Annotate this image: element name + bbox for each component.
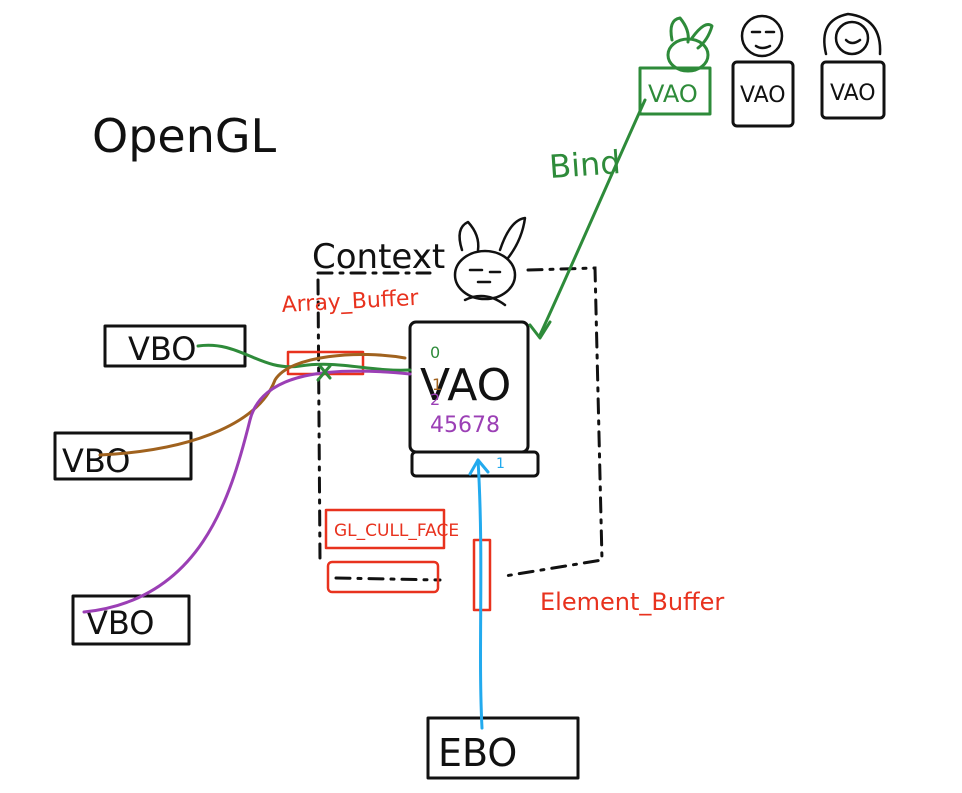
bunny-sketch-icon xyxy=(453,216,527,307)
vao-slot-0: 0 xyxy=(430,343,440,362)
vao-slot-1: 1 xyxy=(432,375,442,394)
cull-face-label: GL_CULL_FACE xyxy=(334,521,459,541)
vao-stack-label-2: VAO xyxy=(740,83,786,108)
vbo-label-1: VBO xyxy=(128,330,196,368)
wire-cyan-ebo xyxy=(476,458,484,730)
girl-face-sketch-icon xyxy=(823,12,882,56)
wire-green-vbo1 xyxy=(196,343,412,372)
bind-arrow-head-icon xyxy=(528,320,552,340)
vao-stack-box-2 xyxy=(731,60,795,128)
array-buffer-label: Array_Buffer xyxy=(281,286,420,318)
ebo-label: EBO xyxy=(438,731,517,775)
empty-state-box xyxy=(326,560,440,594)
vao-stack-label-1: VAO xyxy=(648,80,698,108)
wire-brown-vbo2 xyxy=(98,353,407,457)
vbo-box-3 xyxy=(71,594,191,646)
bind-arrow xyxy=(538,98,647,337)
vao-slot-2: 2 xyxy=(430,390,440,409)
wire-purple-vbo3 xyxy=(82,369,412,614)
context-boundary-bottom xyxy=(334,576,442,582)
vao-attrib-slots: 45678 xyxy=(430,413,500,438)
vao-stack: VAO VAO VAO xyxy=(638,12,886,128)
green-cross-mark xyxy=(316,364,332,382)
ebo-box xyxy=(426,716,580,780)
context-label: Context xyxy=(312,237,445,277)
face-sketch-icon xyxy=(740,14,784,58)
green-bunny-icon xyxy=(666,16,714,73)
vao-box-base xyxy=(410,450,540,478)
diagram-title: OpenGL xyxy=(92,109,277,163)
vbo-box-2 xyxy=(53,431,193,481)
element-buffer-label: Element_Buffer xyxy=(540,588,724,616)
vao-stack-box-3 xyxy=(820,60,886,120)
context-boundary-right xyxy=(503,266,604,578)
cull-face-box xyxy=(324,508,446,550)
vao-stack-label-3: VAO xyxy=(830,81,876,106)
bind-label: Bind xyxy=(548,143,622,186)
vao-element-slot: 1 xyxy=(496,456,505,472)
vbo-label-2: VBO xyxy=(62,442,130,480)
vao-stack-box-1 xyxy=(638,66,712,116)
vbo-box-1 xyxy=(103,324,247,368)
vao-label: VAO xyxy=(420,360,511,411)
context-boundary-left xyxy=(316,278,322,562)
arrow-cyan-head-icon xyxy=(468,458,490,476)
